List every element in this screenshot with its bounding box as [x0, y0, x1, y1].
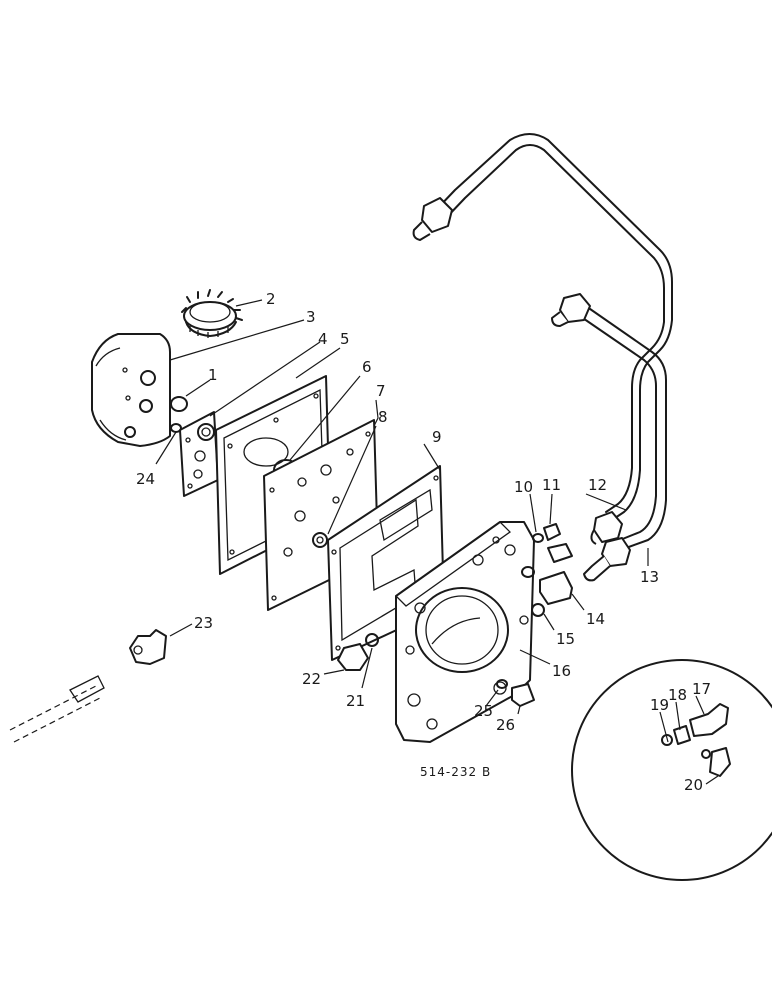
gear	[181, 289, 243, 338]
callout-4: 4	[318, 330, 328, 348]
fitting-group	[337, 633, 535, 707]
callout-9: 9	[432, 428, 442, 446]
callout-15: 15	[556, 630, 575, 648]
callout-11: 11	[542, 476, 561, 494]
callout-19: 19	[650, 696, 669, 714]
callout-8: 8	[378, 408, 388, 426]
leader-lines	[155, 299, 719, 785]
pump-housing	[91, 333, 171, 447]
callout-25: 25	[474, 702, 493, 720]
elbow-fitting	[129, 629, 167, 665]
detail-inset	[571, 659, 772, 881]
pipe-assembly	[412, 133, 673, 582]
callout-23: 23	[194, 614, 213, 632]
callout-1: 1	[208, 366, 218, 384]
callout-2: 2	[266, 290, 276, 308]
fitting-group	[521, 523, 573, 617]
hose-end	[69, 675, 105, 703]
callout-10: 10	[514, 478, 533, 496]
callout-14: 14	[586, 610, 605, 628]
cover-plate	[179, 411, 219, 497]
hidden-line	[9, 685, 97, 731]
o-ring	[170, 396, 188, 412]
callout-24: 24	[136, 470, 155, 488]
callout-26: 26	[496, 716, 515, 734]
seal	[316, 536, 324, 544]
callout-labels: 1 2 3 4 5 6 7 8 9 10 11 12 13 14 15 16 1…	[136, 290, 711, 794]
callout-21: 21	[346, 692, 365, 710]
callout-13: 13	[640, 568, 659, 586]
callout-20: 20	[684, 776, 703, 794]
callout-3: 3	[306, 308, 316, 326]
callout-7: 7	[376, 382, 386, 400]
callout-16: 16	[552, 662, 571, 680]
callout-5: 5	[340, 330, 350, 348]
callout-12: 12	[588, 476, 607, 494]
callout-6: 6	[362, 358, 372, 376]
hidden-line	[13, 697, 101, 743]
callout-22: 22	[302, 670, 321, 688]
callout-17: 17	[692, 680, 711, 698]
drawing-code: 514-232 B	[420, 765, 491, 779]
callout-18: 18	[668, 686, 687, 704]
seal	[312, 532, 328, 548]
